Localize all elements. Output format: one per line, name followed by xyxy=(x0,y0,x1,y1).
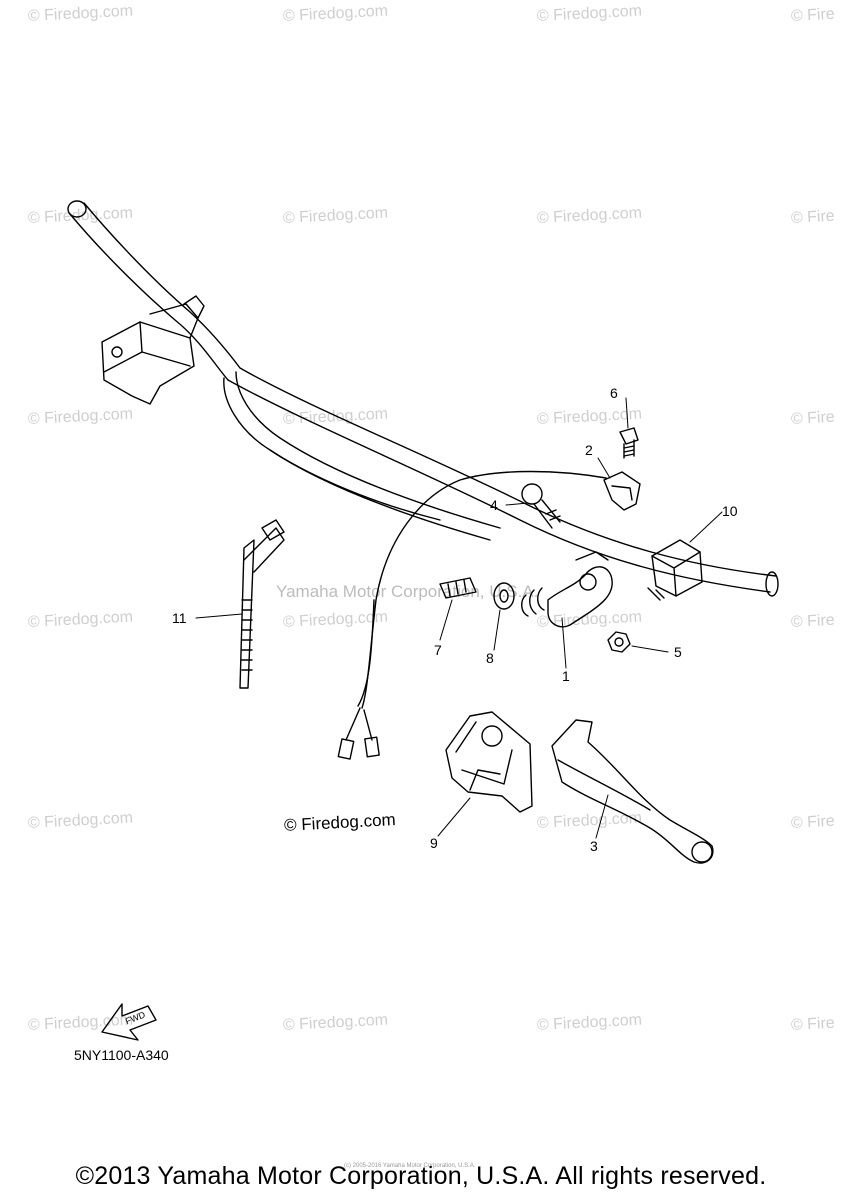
diagram-code: 5NY1100-A340 xyxy=(74,1047,169,1063)
callout-10: 10 xyxy=(722,503,738,519)
wire-harness xyxy=(337,470,607,760)
handlebar xyxy=(67,200,779,597)
part-10-switch xyxy=(647,539,703,601)
part-7-adjuster xyxy=(439,577,477,599)
part-2-bracket xyxy=(603,471,641,511)
callout-4: 4 xyxy=(490,497,498,513)
part-1-lever-holder xyxy=(521,551,613,628)
handlebar-clamp xyxy=(101,295,205,405)
part-9-lever-cover xyxy=(445,711,533,813)
part-6-bolt xyxy=(619,427,639,459)
callout-7: 7 xyxy=(434,642,442,658)
fwd-arrow-icon: FWD xyxy=(101,1003,157,1041)
callout-9: 9 xyxy=(430,835,438,851)
part-3-clutch-lever xyxy=(551,719,714,864)
part-8-locknut xyxy=(493,582,515,610)
callout-2: 2 xyxy=(585,442,593,458)
copyright-notice: ©2013 Yamaha Motor Corporation, U.S.A. A… xyxy=(75,1162,767,1190)
callout-5: 5 xyxy=(674,644,682,660)
callout-6: 6 xyxy=(610,385,618,401)
part-4-bolt xyxy=(521,483,561,529)
part-11-cable-tie xyxy=(239,519,285,689)
callout-11: 11 xyxy=(172,610,187,626)
callout-8: 8 xyxy=(486,650,494,666)
callout-3: 3 xyxy=(590,838,598,854)
leader-lines xyxy=(195,397,723,839)
part-5-nut xyxy=(607,631,631,653)
fwd-label: FWD xyxy=(124,1009,147,1026)
tiny-notice: (c) 2005-2016 Yamaha Motor Corporation, … xyxy=(344,1163,476,1169)
center-watermark: Yamaha Motor Corporation, U.S.A. xyxy=(276,582,539,601)
callout-1: 1 xyxy=(562,668,570,684)
